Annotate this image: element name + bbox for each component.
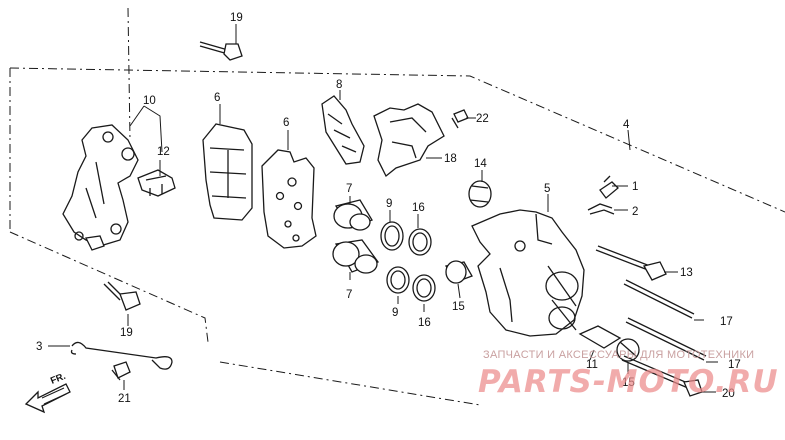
callout-8: 8 [336,79,342,91]
callout-19-bottom: 19 [120,327,133,339]
callout-3: 3 [36,341,42,353]
callout-15-left: 15 [452,301,465,313]
small-bolt [451,109,469,129]
caliper-bracket [62,124,139,251]
brake-pad-outer [202,123,253,221]
pad-shim [321,95,365,165]
caliper-body [471,209,585,337]
brake-pad-inner [261,149,317,249]
bleeder-cap [587,203,615,215]
callout-13: 13 [680,267,693,279]
assembly-boundary [9,7,785,406]
callout-2: 2 [632,206,638,218]
bracket-bolt-top [199,41,243,61]
callout-5: 5 [544,183,550,195]
bleeder-valve [599,175,619,199]
hose-bolt [111,361,131,381]
callout-7-upper: 7 [346,183,352,195]
retainer-plate [373,103,445,178]
pin-boot-left [444,260,473,284]
callout-16-upper: 16 [412,202,425,214]
seal-ring-lower [386,266,410,294]
piston-lower [332,239,380,274]
callout-19-top: 19 [230,12,243,24]
callout-11: 11 [586,359,598,371]
pad-pin-upper [623,279,695,319]
callout-6-right: 6 [283,117,289,129]
callout-9-upper: 9 [386,198,392,210]
callout-17-upper: 17 [720,316,733,328]
callout-10: 10 [143,95,156,107]
piston-upper [333,199,373,231]
pad-pin-lower [625,317,707,361]
callout-17-lower: 17 [728,359,741,371]
dust-seal-lower [412,274,436,302]
watermark-caption: ЗАПЧАСТИ И АКСЕССУАРЫ ДЛЯ МОТОТЕХНИКИ [483,349,754,361]
callout-1: 1 [632,181,638,193]
callout-6-left: 6 [214,92,220,104]
callout-7-lower: 7 [346,289,352,301]
pin-boot-right [616,338,640,362]
pin-sleeve [578,325,622,349]
mounting-bolt-long [621,355,703,397]
watermark-brand: PARTS-MOTO.RU [478,364,779,400]
callout-4: 4 [623,119,630,131]
bracket-bolt-bottom [103,281,141,311]
callout-15-right: 15 [622,377,635,389]
pad-spring [137,169,176,197]
callout-18: 18 [444,153,457,165]
front-direction-label: FR. [49,371,67,387]
callout-21: 21 [118,393,131,405]
callout-14: 14 [474,158,487,170]
watermark: ЗАПЧАСТИ И АКСЕССУАРЫ ДЛЯ МОТОТЕХНИКИ PA… [478,349,779,400]
callout-16-lower: 16 [418,317,431,329]
callout-20: 20 [722,388,735,400]
front-direction-arrow: FR. [24,371,71,414]
hose-clip-wire [70,341,173,370]
seal-ring-upper [380,221,404,251]
dust-seal-upper [408,228,432,256]
callout-12: 12 [157,146,170,158]
leader-lines [48,24,718,393]
callout-9-lower: 9 [392,307,398,319]
callout-labels: 19 10 12 6 6 8 18 7 7 9 16 9 16 14 5 15 … [36,12,741,405]
callout-22: 22 [476,113,489,125]
slide-pin [595,245,667,281]
pin-boot-top [468,180,492,208]
